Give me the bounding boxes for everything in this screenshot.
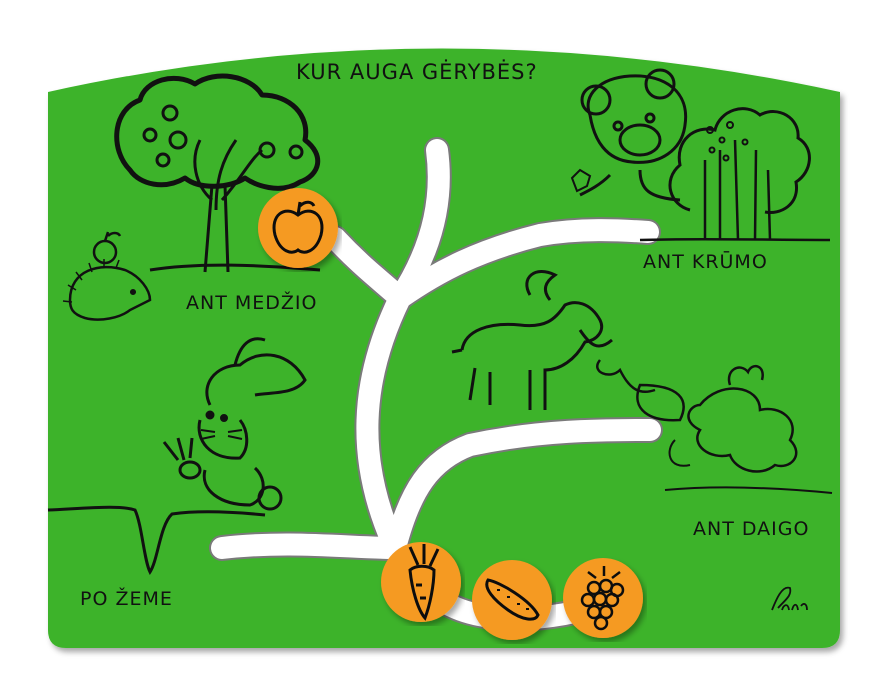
rabbit-drawing xyxy=(162,337,307,511)
apple-token[interactable] xyxy=(258,188,338,268)
label-on-bush: ANT KRŪMO xyxy=(643,251,768,273)
maze-path[interactable] xyxy=(209,137,663,632)
vine-drawing xyxy=(596,359,833,494)
raspberry-token[interactable] xyxy=(563,558,643,638)
artist-signature xyxy=(771,586,808,611)
label-under-ground: PO ŽEME xyxy=(80,588,173,610)
cucumber-token[interactable] xyxy=(472,560,552,640)
cucumber-icon xyxy=(485,578,540,621)
hedgehog-drawing xyxy=(62,231,152,321)
board-background xyxy=(48,48,840,648)
label-on-sprout: ANT DAIGO xyxy=(693,518,810,540)
ground-line xyxy=(47,505,266,575)
label-on-tree: ANT MEDŽIO xyxy=(186,292,318,314)
raspberry-icon xyxy=(580,566,625,631)
bush-berries xyxy=(706,121,749,162)
carrot-icon xyxy=(408,544,440,621)
goat-drawing xyxy=(451,270,613,410)
apple-tree-drawing xyxy=(114,73,321,273)
board-title: KUR AUGA GĖRYBĖS? xyxy=(296,60,538,84)
tree-apples xyxy=(142,104,304,168)
apple-icon xyxy=(272,200,324,254)
carrot-token[interactable] xyxy=(381,542,461,622)
bush-drawing xyxy=(639,107,831,242)
bear-drawing xyxy=(570,68,688,202)
